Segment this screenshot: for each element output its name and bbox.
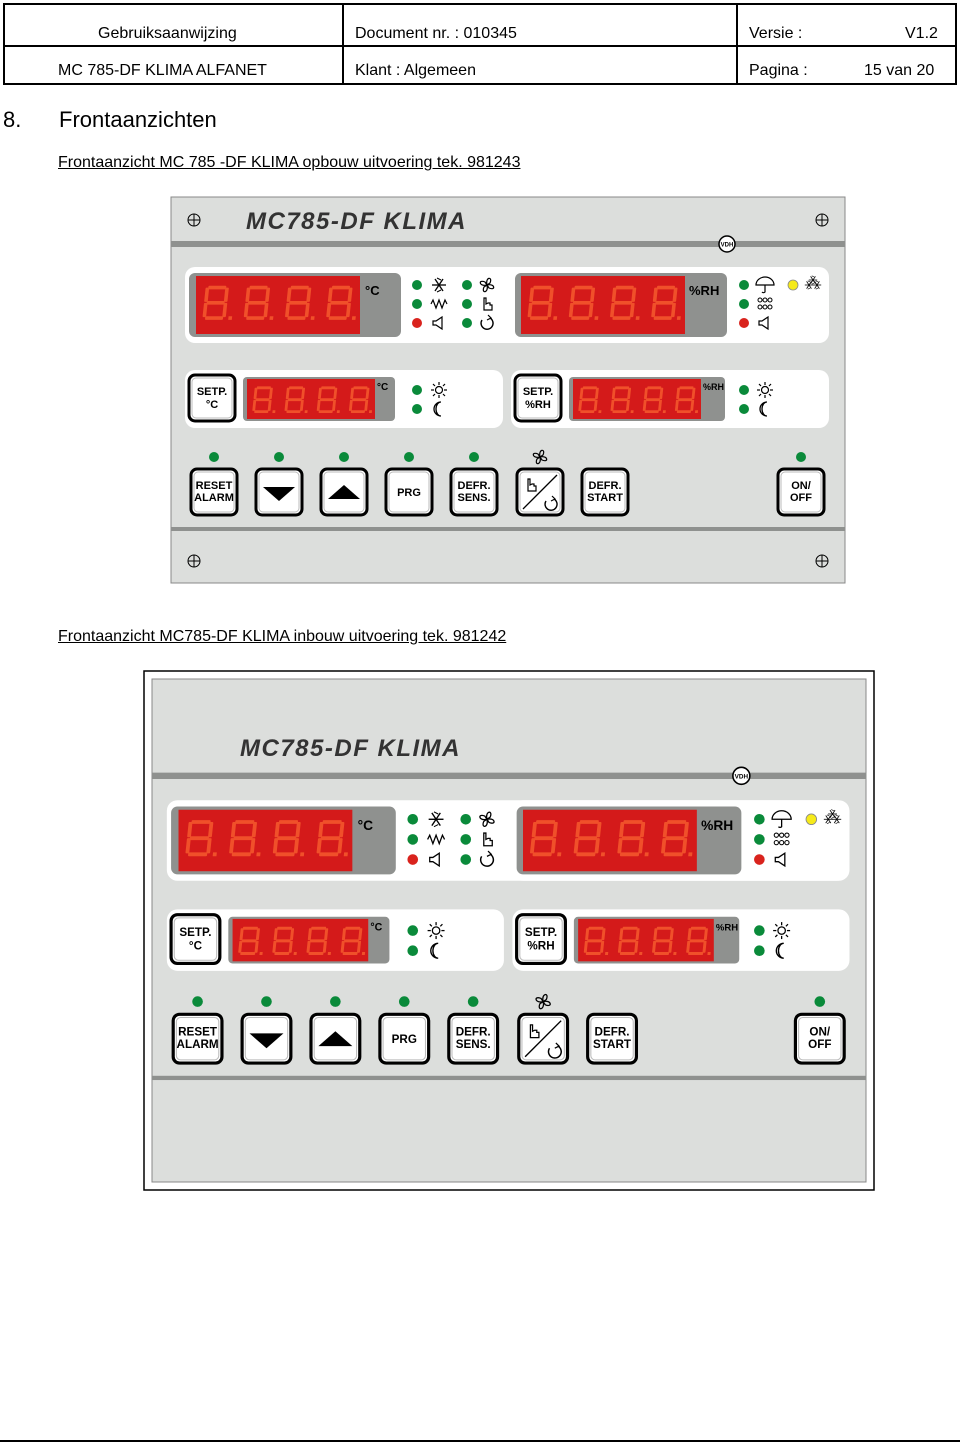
figure-caption-2: Frontaanzicht MC785-DF KLIMA inbouw uitv… <box>58 628 507 645</box>
doc-type: Gebruiksaanwijzing <box>98 25 237 42</box>
doc-number: Document nr. : 010345 <box>355 25 517 42</box>
front-panel-surface: VDH °C %RH <box>0 0 960 660</box>
model-name-2: MC785-DF KLIMA <box>240 735 461 762</box>
document-header: Gebruiksaanwijzing Document nr. : 010345… <box>3 3 957 85</box>
section-title: Frontaanzichten <box>59 107 217 132</box>
customer: Klant : Algemeen <box>355 62 476 79</box>
product-name: MC 785-DF KLIMA ALFANET <box>58 62 267 79</box>
version-value: V1.2 <box>905 25 938 42</box>
model-name-1: MC785-DF KLIMA <box>246 208 467 235</box>
section-number: 8. <box>3 107 22 132</box>
footer-rule <box>0 1440 960 1442</box>
figure-caption-1: Frontaanzicht MC 785 -DF KLIMA opbouw ui… <box>58 154 521 171</box>
panel-opbouw: MC785-DF KLIMA <box>171 196 845 584</box>
page-label: Pagina : <box>749 62 808 79</box>
page-value: 15 van 20 <box>864 62 935 79</box>
front-panel-inbouw: MC785-DF KLIMA <box>0 660 960 1200</box>
version-label: Versie : <box>749 25 803 42</box>
